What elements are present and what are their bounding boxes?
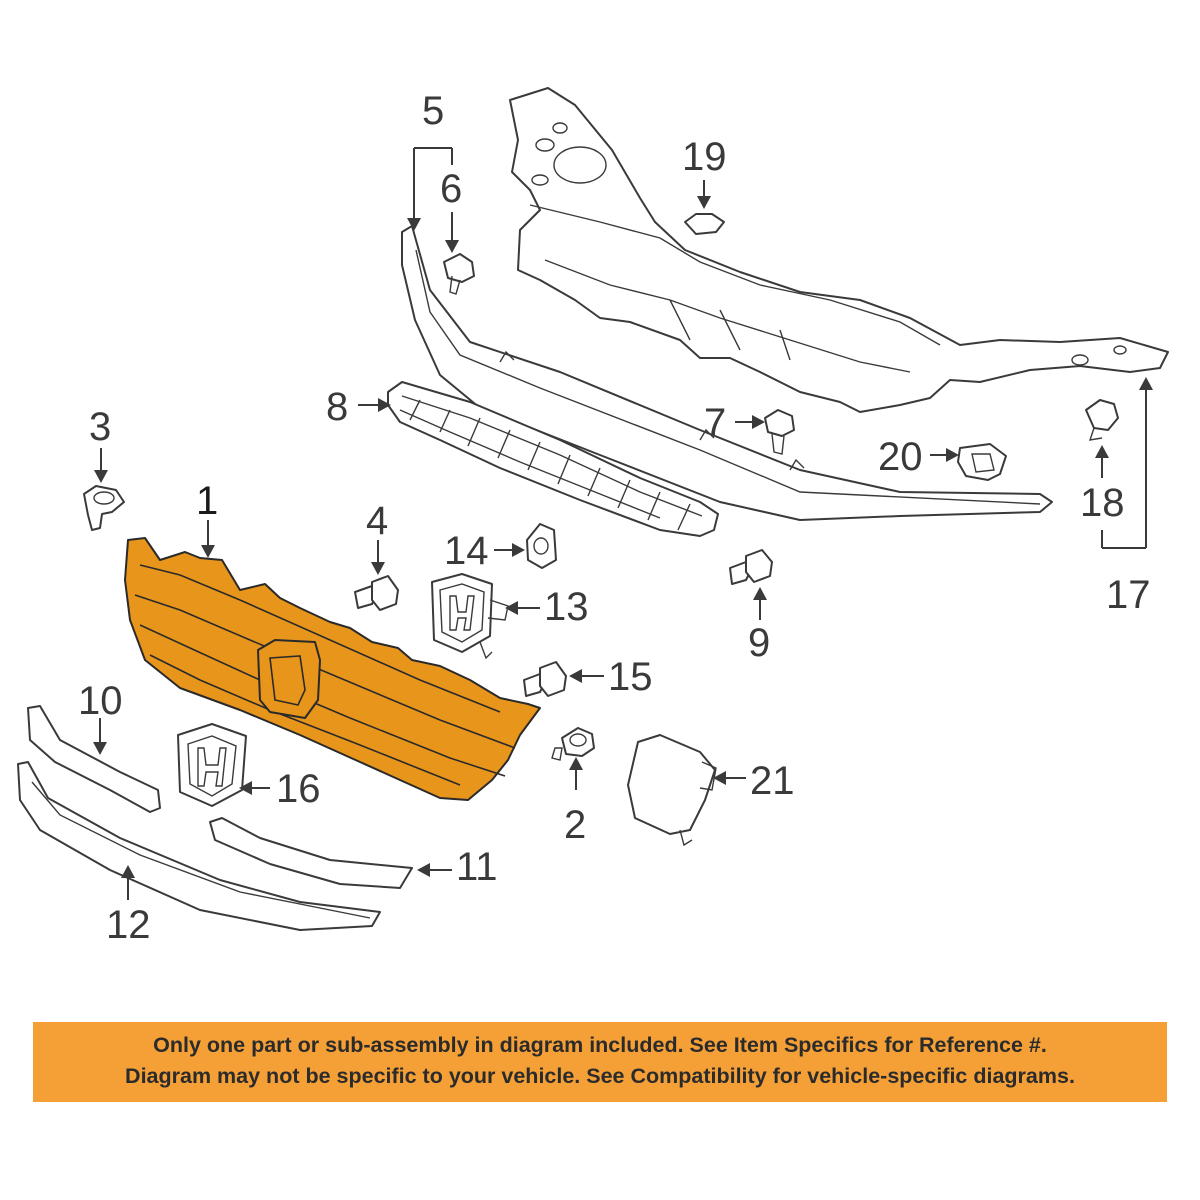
screw-4 <box>354 575 399 611</box>
upper-grille-assembly <box>124 537 541 801</box>
callout-18: 18 <box>1080 481 1125 525</box>
callout-15: 15 <box>608 655 653 699</box>
callout-14: 14 <box>444 529 489 573</box>
callout-21: 21 <box>750 759 795 803</box>
lower-molding-10 <box>27 705 161 813</box>
callout-5: 5 <box>422 89 444 133</box>
callout-2: 2 <box>564 803 586 847</box>
clip-3 <box>83 485 125 531</box>
disclaimer-line-1: Only one part or sub-assembly in diagram… <box>153 1033 1047 1057</box>
emblem-13 <box>431 573 509 660</box>
clip-19 <box>684 213 725 235</box>
upper-support-panel <box>509 87 1169 413</box>
parts-diagram: 1 2 3 4 5 6 7 8 9 10 11 12 13 14 15 16 1… <box>17 87 1169 947</box>
callout-3: 3 <box>89 405 111 449</box>
clip-20 <box>957 443 1007 481</box>
callout-11: 11 <box>456 845 498 889</box>
emblem-16 <box>177 723 247 807</box>
clip-6 <box>443 253 475 295</box>
callout-17: 17 <box>1106 573 1151 617</box>
upper-molding <box>401 225 1053 521</box>
nut-14 <box>526 523 557 569</box>
callout-16: 16 <box>276 767 321 811</box>
lower-molding-11 <box>209 817 413 889</box>
callout-12: 12 <box>106 903 151 947</box>
leader-lines <box>93 147 1153 900</box>
screw-15 <box>523 661 567 697</box>
clip-2 <box>551 727 595 761</box>
clip-7 <box>764 409 795 455</box>
callout-19: 19 <box>682 135 727 179</box>
mesh-grille <box>387 381 719 537</box>
callout-7: 7 <box>704 401 726 445</box>
callout-20: 20 <box>878 435 923 479</box>
clip-18 <box>1085 399 1119 441</box>
sensor-cover-21 <box>627 734 717 847</box>
lower-molding-12 <box>17 761 381 931</box>
callout-10: 10 <box>78 679 123 723</box>
callout-1: 1 <box>196 479 218 523</box>
callout-6: 6 <box>440 167 462 211</box>
callout-9: 9 <box>748 621 770 665</box>
callout-13: 13 <box>544 585 589 629</box>
disclaimer-banner: Only one part or sub-assembly in diagram… <box>33 1022 1167 1102</box>
disclaimer-line-2: Diagram may not be specific to your vehi… <box>125 1064 1075 1088</box>
callout-8: 8 <box>326 385 348 429</box>
callout-4: 4 <box>366 499 388 543</box>
screw-9 <box>729 549 773 585</box>
